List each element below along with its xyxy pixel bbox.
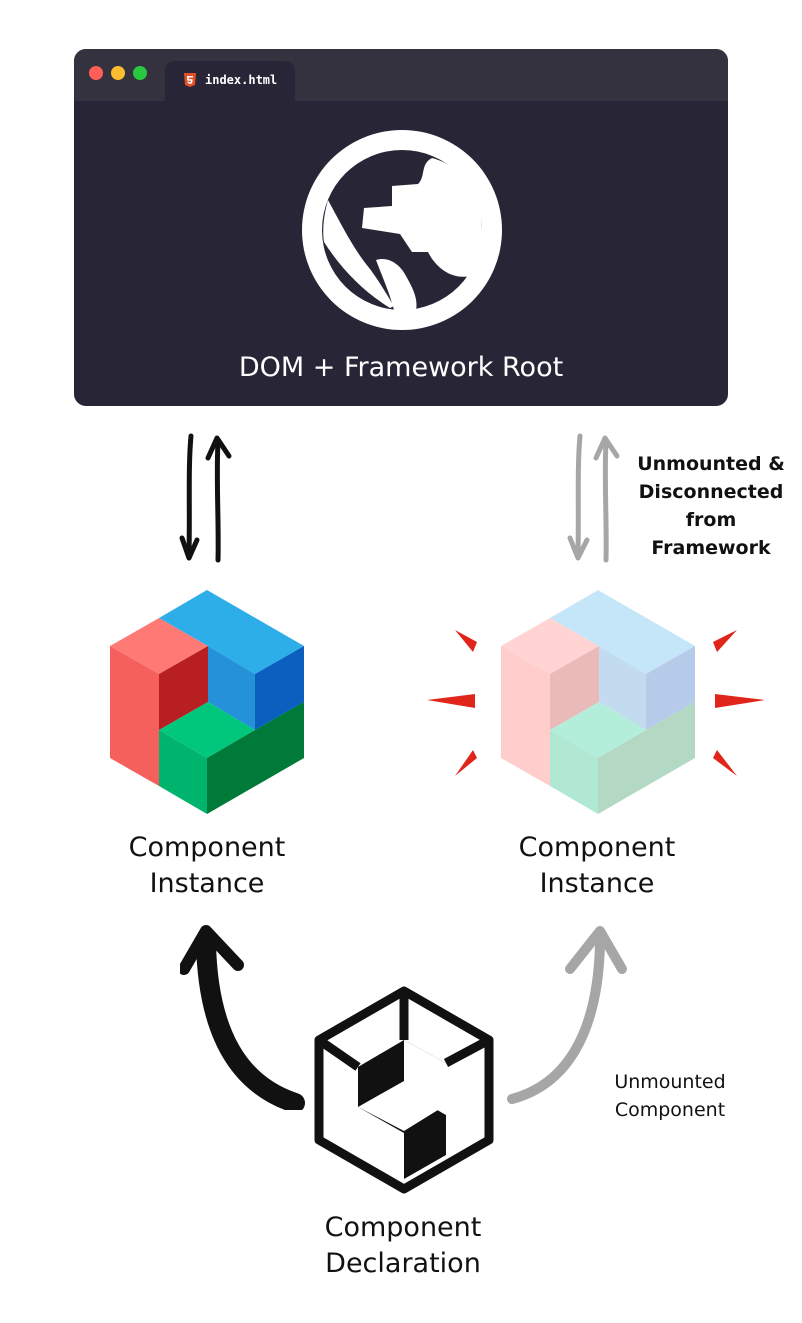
maximize-window-dot	[133, 66, 147, 80]
disconnected-note: Unmounted & Disconnected from Framework	[620, 450, 802, 562]
down-arrowhead	[179, 535, 200, 561]
close-window-dot	[89, 66, 103, 80]
left-curved-arrow	[180, 925, 305, 1110]
left-instance-label-line-1: Component	[128, 832, 286, 863]
left-instance-label-line-2: Instance	[149, 868, 265, 899]
up-arrow-shaft	[214, 439, 221, 563]
burst-mark	[455, 750, 477, 776]
declaration-label-line-1: Component	[324, 1212, 482, 1243]
browser-titlebar: index.html	[74, 49, 728, 101]
burst-mark	[455, 630, 477, 652]
right-connection-arrows	[567, 433, 620, 563]
burst-mark	[713, 750, 737, 776]
faded-cube-icon	[427, 590, 765, 814]
declaration-label-line-2: Declaration	[325, 1248, 481, 1279]
unmounted-note-line-1: Unmounted	[614, 1071, 726, 1093]
disconnected-note-line-2: Disconnected	[638, 481, 784, 503]
unmounted-note-line-2: Component	[614, 1099, 726, 1121]
dom-root-label: DOM + Framework Root	[238, 352, 564, 383]
declaration-label: Component Declaration	[276, 1210, 530, 1282]
up-arrowhead	[205, 435, 232, 461]
left-connection-arrows	[179, 433, 232, 563]
outline-cube-icon	[314, 986, 494, 1194]
browser-window: index.html DOM + Framework Root	[74, 49, 728, 406]
minimize-window-dot	[111, 66, 125, 80]
burst-mark	[427, 694, 475, 708]
tab-index-html: index.html	[165, 61, 295, 101]
globe-icon	[302, 130, 502, 330]
burst-mark	[715, 694, 765, 708]
html5-icon	[184, 73, 196, 87]
right-curved-arrow	[507, 926, 627, 1104]
right-instance-label: Component Instance	[470, 830, 724, 902]
disconnected-note-line-1: Unmounted &	[637, 453, 785, 475]
left-instance-label: Component Instance	[80, 830, 334, 902]
down-arrow-shaft	[186, 433, 194, 557]
burst-marks	[427, 630, 765, 776]
unmounted-component-note: Unmounted Component	[585, 1068, 755, 1124]
disconnected-note-line-4: Framework	[651, 537, 771, 559]
colored-cube-icon	[110, 590, 304, 814]
tab-label: index.html	[205, 73, 278, 87]
burst-mark	[713, 630, 737, 652]
right-instance-label-line-2: Instance	[539, 868, 655, 899]
right-instance-label-line-1: Component	[518, 832, 676, 863]
disconnected-note-line-3: from	[685, 509, 737, 531]
